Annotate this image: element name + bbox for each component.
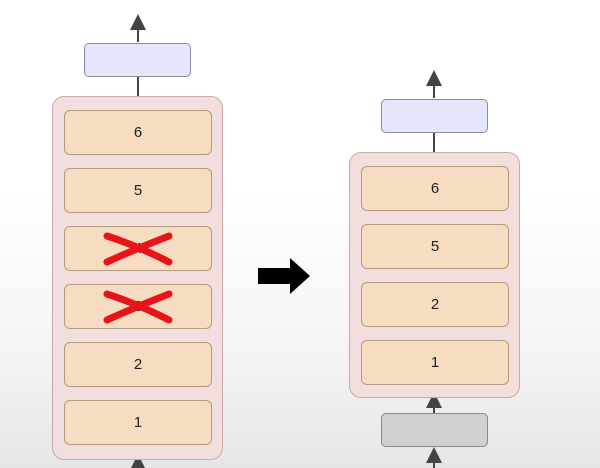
left-layer-2: 2 (64, 342, 212, 387)
right-layer-1: 1 (361, 340, 509, 385)
left-output-box (84, 43, 191, 77)
right-layer-2: 2 (361, 282, 509, 327)
left-layer-label: 6 (133, 124, 143, 141)
left-layer-6: 6 (64, 110, 212, 155)
right-layer-label: 5 (430, 238, 440, 255)
red-x-icon (103, 290, 173, 323)
right-layer-label: 6 (430, 180, 440, 197)
red-x-icon (103, 232, 173, 265)
right-output-box (381, 99, 488, 133)
right-layer-label: 2 (430, 296, 440, 313)
right-layer-6: 6 (361, 166, 509, 211)
left-layer-1: 1 (64, 400, 212, 445)
right-layer-5: 5 (361, 224, 509, 269)
left-layer-stack (52, 96, 223, 460)
left-layer-label: 5 (133, 182, 143, 199)
left-layer-label: 2 (133, 356, 143, 373)
right-arrow-icon (258, 258, 310, 294)
left-layer-label: 1 (133, 414, 143, 431)
right-layer-label: 1 (430, 354, 440, 371)
right-input-box (381, 413, 488, 447)
left-layer-5: 5 (64, 168, 212, 213)
